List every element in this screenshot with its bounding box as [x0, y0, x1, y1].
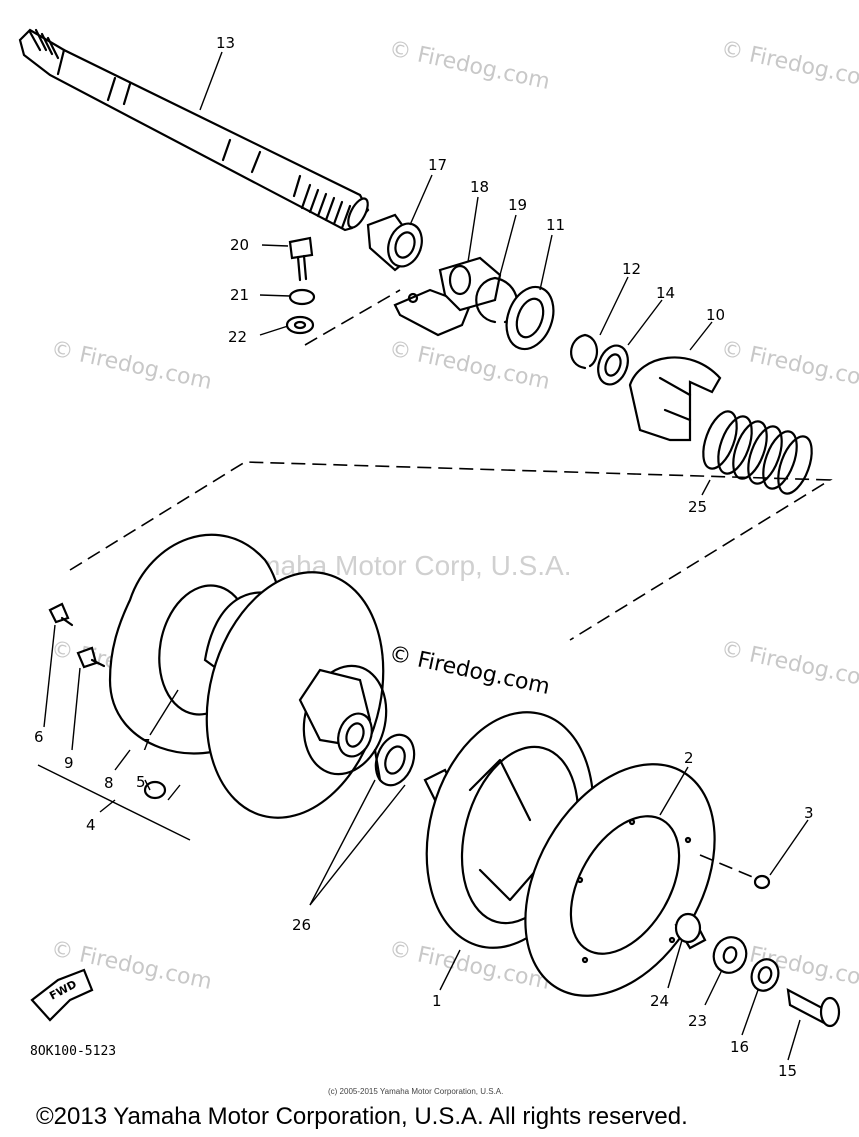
callout-7: 7	[141, 736, 151, 754]
part-3-screw	[753, 874, 771, 890]
part-20-bolt	[288, 236, 314, 282]
part-25-spring	[702, 410, 813, 495]
part-5-pin	[143, 780, 167, 800]
watermark-firedog-dark: © Firedog.com	[387, 641, 552, 699]
callout-11: 11	[546, 216, 565, 234]
part-18-bracket	[393, 256, 502, 337]
callout-5: 5	[136, 773, 146, 791]
leader-lines	[37, 51, 809, 1061]
part-13-shaft	[18, 28, 370, 232]
part-4-sheave-assembly	[108, 533, 388, 819]
part-6-screw	[48, 602, 74, 627]
callout-20: 20	[230, 236, 249, 254]
watermark-firedog: © Firedog.com	[49, 336, 214, 394]
part-24-collar	[674, 912, 707, 950]
callout-24: 24	[650, 992, 669, 1010]
callout-16: 16	[730, 1038, 749, 1056]
part-10-cam	[628, 356, 722, 442]
callouts: 13 17 18 19 11 20 21 22 12 14 10 25 6 9 …	[34, 34, 814, 1080]
part-22-washer	[285, 315, 315, 335]
callout-15: 15	[778, 1062, 797, 1080]
callout-9: 9	[64, 754, 74, 772]
watermark-firedog: © Firedog.com	[719, 636, 859, 694]
watermark-firedog: © Firedog.com	[387, 36, 552, 94]
callout-22: 22	[228, 328, 247, 346]
callout-4: 4	[86, 816, 96, 834]
callout-21: 21	[230, 286, 249, 304]
part-15-bolt	[786, 988, 841, 1028]
callout-19: 19	[508, 196, 527, 214]
part-11-washer	[505, 285, 555, 351]
part-12-circlip	[570, 333, 598, 370]
callout-13: 13	[216, 34, 235, 52]
fwd-arrow-icon: FWD	[30, 968, 94, 1022]
callout-18: 18	[470, 178, 489, 196]
watermark-yamaha: Yamaha Motor Corp, U.S.A.	[225, 550, 572, 581]
callout-2: 2	[684, 749, 694, 767]
callout-26: 26	[292, 916, 311, 934]
callout-14: 14	[656, 284, 675, 302]
callout-6: 6	[34, 728, 44, 746]
part-9-screw	[76, 646, 106, 669]
part-16-washer	[750, 958, 780, 992]
callout-17: 17	[428, 156, 447, 174]
callout-10: 10	[706, 306, 725, 324]
callout-8: 8	[104, 774, 114, 792]
diagram-code: 8OK100-5123	[30, 1044, 116, 1059]
part-17-bearing	[366, 213, 423, 272]
callout-23: 23	[688, 1012, 707, 1030]
watermark-firedog: © Firedog.com	[719, 336, 859, 394]
part-23-washer	[712, 936, 748, 974]
watermark-firedog: © Firedog.com	[719, 36, 859, 94]
part-14-washer	[597, 344, 629, 386]
part-26-bearing	[373, 733, 416, 787]
copyright-footer: ©2013 Yamaha Motor Corporation, U.S.A. A…	[36, 1103, 688, 1130]
callout-1: 1	[432, 992, 442, 1010]
copyright-small: (c) 2005-2015 Yamaha Motor Corporation, …	[328, 1087, 503, 1096]
part-21-lockwasher	[288, 288, 316, 306]
callout-25: 25	[688, 498, 707, 516]
callout-12: 12	[622, 260, 641, 278]
callout-3: 3	[804, 804, 814, 822]
